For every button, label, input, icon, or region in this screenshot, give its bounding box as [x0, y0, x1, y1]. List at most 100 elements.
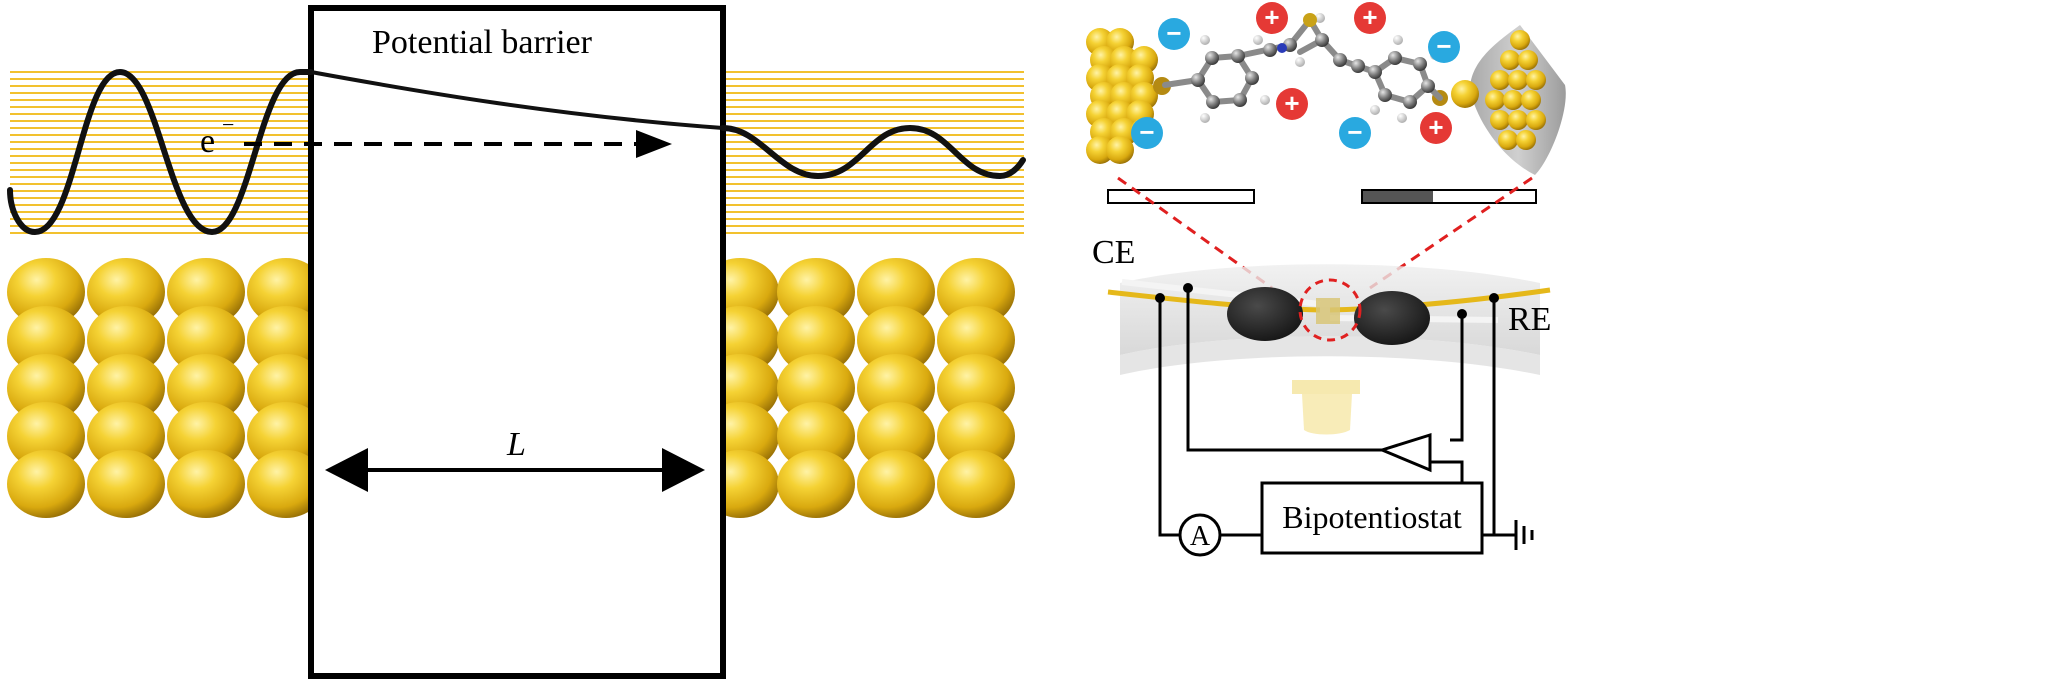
gold-atom: [1490, 110, 1510, 130]
width-arrowhead-left: [325, 448, 368, 492]
gold-atom: [777, 258, 855, 326]
ammeter-symbol: [1178, 513, 1222, 557]
carbon-atom: [1413, 57, 1427, 71]
electron-superscript: −: [222, 112, 234, 137]
bipotentiostat-label: Bipotentiostat: [1282, 499, 1462, 535]
gold-atom: [87, 306, 165, 374]
carbon-atom: [1231, 49, 1245, 63]
gold-atom: [777, 402, 855, 470]
gold-atom: [937, 258, 1015, 326]
hydrogen-atom: [1370, 105, 1380, 115]
gold-electrode-right: [1432, 30, 1546, 150]
gold-atom: [857, 306, 935, 374]
negative-ion-label: −: [1436, 31, 1451, 61]
gold-atom: [1498, 130, 1518, 150]
gold-atom: [87, 450, 165, 518]
width-arrowhead-right: [662, 448, 705, 492]
sulfur-atom: [1303, 13, 1317, 27]
gold-atom: [87, 402, 165, 470]
gold-atom: [857, 258, 935, 326]
gold-atom: [777, 354, 855, 422]
gold-atom: [247, 306, 325, 374]
gold-atom: [167, 450, 245, 518]
hydrogen-atom: [1315, 13, 1325, 23]
gold-atom: [167, 306, 245, 374]
gold-atom: [857, 450, 935, 518]
substrate-front: [1120, 336, 1540, 375]
gold-atom: [167, 402, 245, 470]
gold-atom: [937, 306, 1015, 374]
circuit: [1158, 288, 1534, 550]
electrode-pad-right: [1354, 291, 1430, 345]
gold-lattice-left: [7, 258, 325, 518]
op-amp-symbol: [1377, 432, 1432, 473]
gold-atom: [247, 450, 325, 518]
positive-ion-label: +: [1284, 88, 1299, 118]
wavefunction-left: [7, 68, 314, 236]
gold-atom: [777, 450, 855, 518]
junction-chip: [1316, 298, 1340, 324]
barrier-label: Potential barrier: [372, 24, 593, 61]
device: [1107, 264, 1551, 435]
carbon-atom: [1205, 51, 1219, 65]
ions: ++++−−−−: [1131, 2, 1460, 149]
electrode-pad-left: [1227, 287, 1303, 341]
sulfur-atom: [1153, 77, 1171, 95]
nitrogen-atom: [1277, 43, 1287, 53]
molecular-junction: ++++−−−−: [1086, 2, 1566, 204]
positive-ion: [1420, 112, 1452, 144]
carbon-atom: [1333, 53, 1347, 67]
tunneling-panel: e − Potential barrier L: [7, 5, 1026, 679]
gold-atom: [1510, 30, 1530, 50]
carbon-atom: [1421, 79, 1435, 93]
carbon-atom: [1233, 93, 1247, 107]
gold-atom: [1508, 70, 1528, 90]
gold-atom: [1106, 136, 1134, 164]
carbon-atom: [1315, 33, 1329, 47]
gold-atom: [1485, 90, 1505, 110]
gold-atom: [1526, 70, 1546, 90]
carbon-atom: [1351, 59, 1365, 73]
hydrogen-atom: [1393, 35, 1403, 45]
gold-lattice-right: [701, 258, 1015, 518]
negative-ion: [1339, 117, 1371, 149]
hydrogen-atom: [1397, 113, 1407, 123]
positive-ion: [1354, 2, 1386, 34]
carbon-atom: [1245, 71, 1259, 85]
carbon-atom: [1191, 73, 1205, 87]
gold-atom: [247, 354, 325, 422]
gold-atom: [1086, 136, 1114, 164]
hydrogen-atom: [1200, 113, 1210, 123]
device-panel: ++++−−−−: [1086, 2, 1566, 557]
gold-atom: [87, 258, 165, 326]
gold-atom: [937, 402, 1015, 470]
carbon-atom: [1378, 88, 1392, 102]
molecule-atoms: [1191, 13, 1440, 123]
ammeter-label: A: [1190, 521, 1211, 552]
carbon-atom: [1263, 43, 1277, 57]
bipotentiostat-box: [1260, 481, 1484, 555]
gold-atom: [7, 306, 85, 374]
ce-label: CE: [1092, 234, 1135, 271]
gold-atom: [1490, 70, 1510, 90]
electron-label: e: [200, 123, 215, 160]
gold-atom: [1516, 130, 1536, 150]
zoom-circle: [1298, 278, 1362, 342]
circuit-nodes: [1155, 283, 1499, 319]
gold-atom: [1518, 50, 1538, 70]
gold-atom: [1451, 80, 1479, 108]
negative-ion: [1158, 18, 1190, 50]
tip-holder-body: [1302, 394, 1352, 435]
carbon-atom: [1403, 95, 1417, 109]
width-label: L: [506, 426, 526, 463]
carbon-atom: [1368, 65, 1382, 79]
positive-ion-label: +: [1362, 2, 1377, 32]
gold-atom: [167, 258, 245, 326]
gold-atom: [247, 258, 325, 326]
carbon-atom: [1388, 51, 1402, 65]
gold-atom: [7, 450, 85, 518]
gold-atom: [857, 402, 935, 470]
hydrogen-atom: [1260, 95, 1270, 105]
gold-atom: [777, 306, 855, 374]
